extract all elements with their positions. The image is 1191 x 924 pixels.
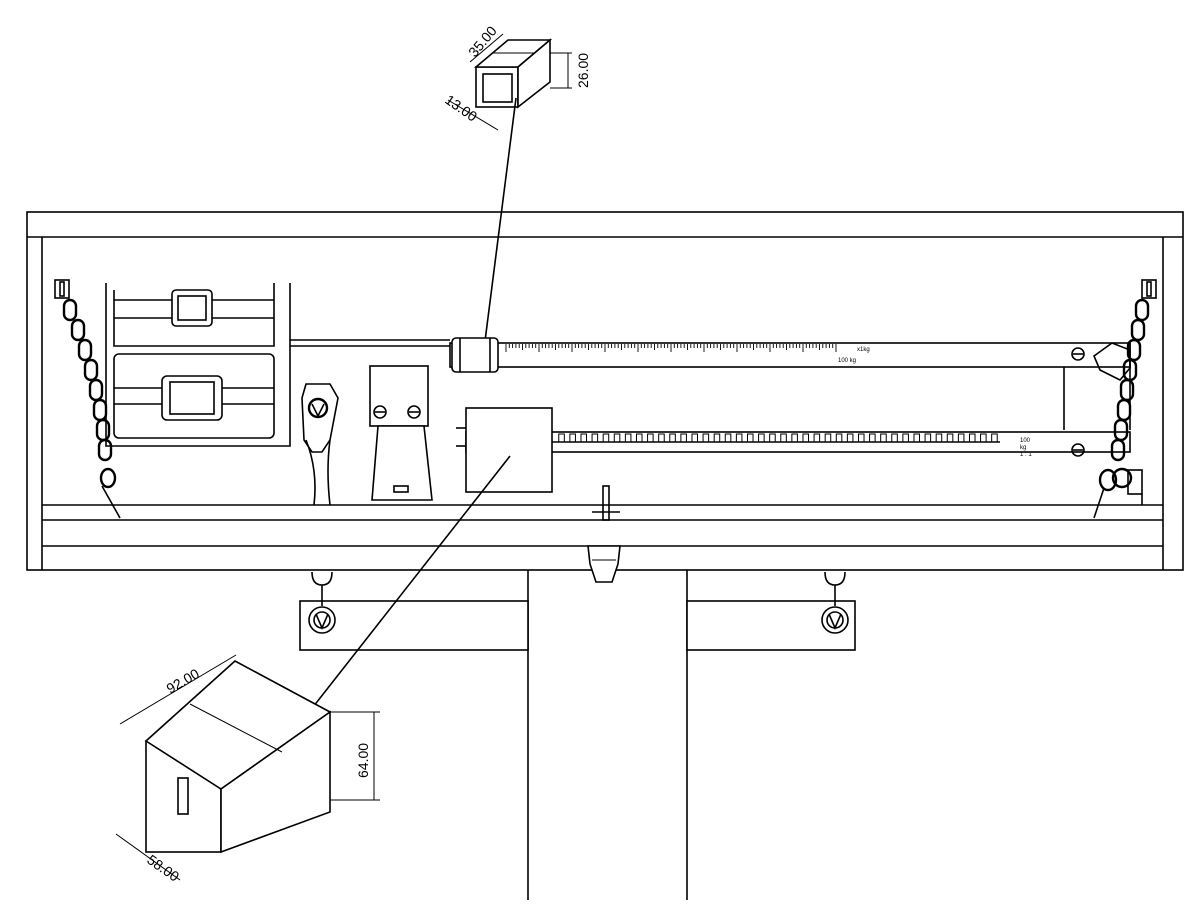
upper-scale-unit: x1kg [857,347,870,353]
lower-beam-notch [624,433,632,443]
support-pillar [527,545,688,900]
upper-scale-end-label: 100 kg [838,358,856,364]
lower-beam-notch [658,433,665,443]
large-box-dimension-lines [115,654,380,881]
pivot-bracket [369,365,433,501]
lower-beam-notch [802,433,810,443]
small-box-dimension-lines [447,33,572,131]
right-bracket-hook [821,571,849,634]
lower-beam-notch [957,433,965,443]
lower-beam-notch [735,433,743,443]
lower-beam-notch [613,433,621,443]
lower-beam-notch [902,433,909,443]
small-box-depth-dimension: 13.00 [442,91,480,124]
small-box-leader-line [483,97,517,350]
lower-beam-notch [980,433,987,443]
lower-beam-notch [891,433,898,443]
upper-roller [171,289,213,327]
lower-beam-notch [702,433,710,443]
lower-beam-notch [780,433,787,443]
small-sliding-poise [451,337,499,373]
lower-beam-mark-3: 1 : 1 [1020,452,1032,458]
large-box-depth-dimension: 58.00 [144,851,182,884]
lower-beam-notch [813,433,821,443]
lower-beam-notch [935,433,943,443]
lower-beam-notch [880,433,887,443]
lower-beam-notch [924,433,932,443]
lower-beam-notch [968,433,976,443]
upper-beam: x1kg 100 kg [449,337,1131,430]
lower-beam-notch [824,433,832,443]
counterweight-frame [105,283,450,447]
lower-beam-notch [647,433,654,443]
lower-beam-mark-2: kg [1020,445,1026,451]
lower-beam-notch [913,433,921,443]
lower-beam-notch [835,433,843,443]
center-hook-assembly [301,383,339,506]
large-box-outline [144,660,332,854]
lower-beam-notch [713,433,721,443]
right-chain [1093,279,1157,519]
lower-beam-notch [580,433,588,443]
lower-beam-notches [558,433,998,443]
large-box-height-dimension: 64.00 [355,743,371,778]
large-box-width-dimension: 92.00 [164,665,203,696]
lower-beam-notch [791,433,798,443]
lower-beam-notch [724,433,732,443]
lower-beam-notch [946,433,954,443]
lower-beam-notch [569,433,576,443]
left-bracket-hook [308,571,336,634]
lower-beam-notch [591,433,599,443]
lower-beam-notch [691,433,699,443]
large-poise-box-detail: 92.00 64.00 58.00 [115,455,511,885]
lower-beam-notch [758,433,765,443]
lower-beam-notch [669,433,676,443]
lower-beam-notch [846,433,854,443]
small-box-height-dimension: 26.00 [575,53,591,88]
lower-roller [161,375,223,421]
left-chain [54,279,121,519]
small-poise-box-detail: 35.00 26.00 13.00 [442,23,591,350]
lower-beam-notch [769,433,776,443]
lower-beam-notch [991,433,998,443]
lower-beam: 100 kg 1 : 1 [456,407,1143,505]
lower-beam-notch [635,433,643,443]
lower-beam-mark-1: 100 [1020,438,1031,444]
lower-beam-notch [857,433,865,443]
small-box-outline [473,38,553,109]
lower-beam-notch [558,433,565,443]
lower-beam-notch [746,433,754,443]
lower-beam-notch [602,433,610,443]
hanging-brackets [299,571,856,651]
large-sliding-poise [456,407,553,493]
lower-beam-notch [680,433,687,443]
lower-beam-notch [869,433,876,443]
upper-scale-ticks [505,344,837,352]
right-pivot-mount [1111,467,1143,505]
center-pointer [592,485,620,521]
